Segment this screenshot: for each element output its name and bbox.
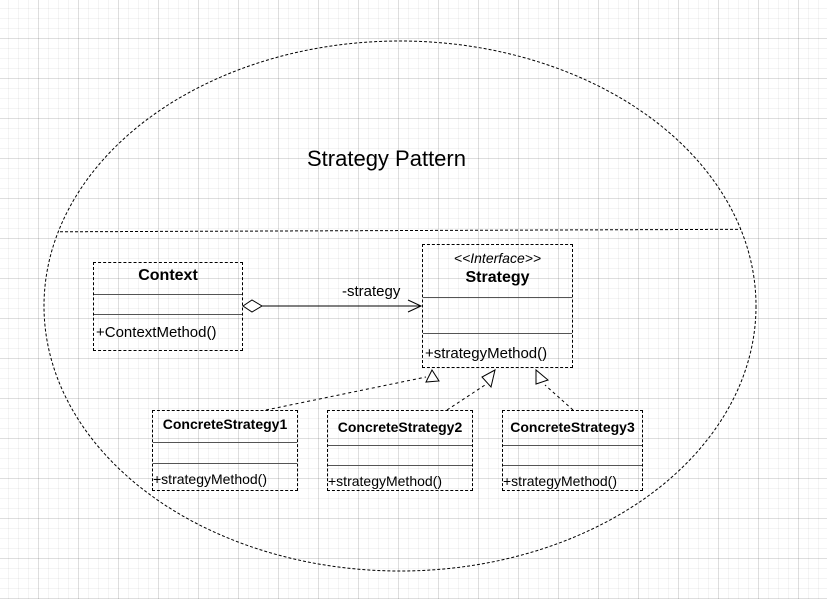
context-method: +ContextMethod() <box>96 324 217 341</box>
divider-line <box>44 228 756 233</box>
strategy-interface[interactable]: <<Interface>> Strategy +strategyMethod() <box>422 244 573 368</box>
concrete-strategy-3-separator-1 <box>503 445 642 446</box>
concrete-strategy-2[interactable]: ConcreteStrategy2 +strategyMethod() <box>327 410 473 491</box>
strategy-separator-2 <box>423 333 572 334</box>
strategy-stereotype: <<Interface>> <box>453 250 542 266</box>
concrete-strategy-3-method: +strategyMethod() <box>503 473 617 489</box>
strategy-separator-1 <box>423 297 572 298</box>
concrete-strategy-2-name: ConcreteStrategy2 <box>337 419 463 435</box>
concrete-strategy-3[interactable]: ConcreteStrategy3 +strategyMethod() <box>502 410 643 491</box>
strategy-method: +strategyMethod() <box>425 345 548 362</box>
concrete-strategy-1-method: +strategyMethod() <box>153 471 267 487</box>
realization-arrowhead-2 <box>481 369 496 389</box>
context-separator-1 <box>94 294 242 295</box>
context-class-name: Context <box>138 267 198 284</box>
realization-line-2[interactable] <box>446 384 486 411</box>
concrete-strategy-3-separator-2 <box>503 465 642 466</box>
concrete-strategy-2-separator-2 <box>328 465 472 466</box>
concrete-strategy-2-separator-1 <box>328 445 472 446</box>
strategy-name: Strategy <box>465 269 530 286</box>
concrete-strategy-3-name: ConcreteStrategy3 <box>510 419 635 435</box>
concrete-strategy-1-name: ConcreteStrategy1 <box>162 416 288 432</box>
realization-line-1[interactable] <box>265 376 427 411</box>
context-separator-2 <box>94 314 242 315</box>
concrete-strategy-1-separator-1 <box>153 442 297 443</box>
diagram-title[interactable]: Strategy Pattern <box>307 146 466 171</box>
realization-line-3[interactable] <box>544 384 574 411</box>
realization-arrowhead-1 <box>425 368 440 383</box>
association-label[interactable]: -strategy <box>342 283 401 300</box>
boundary-ellipse[interactable] <box>43 40 757 572</box>
aggregation-diamond <box>242 299 263 313</box>
concrete-strategy-1[interactable]: ConcreteStrategy1 +strategyMethod() <box>152 410 298 491</box>
context-class[interactable]: Context +ContextMethod() <box>93 262 243 351</box>
realization-arrowhead-3 <box>535 368 550 385</box>
concrete-strategy-1-separator-2 <box>153 463 297 464</box>
concrete-strategy-2-method: +strategyMethod() <box>328 473 442 489</box>
association-arrowhead <box>407 299 423 313</box>
